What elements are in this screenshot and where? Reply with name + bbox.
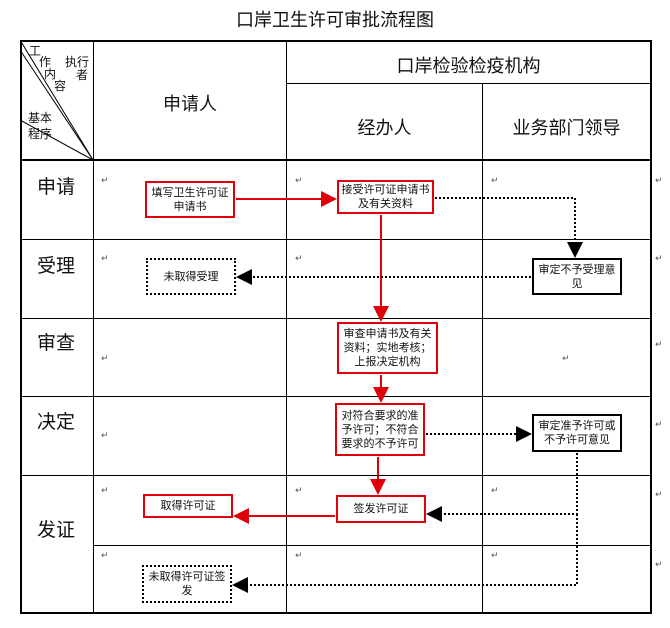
corner-label-work-b: 作 <box>39 55 52 69</box>
box-review-docs: 审查申请书及有关资料；实地考核；上报决定机构 <box>337 322 438 374</box>
paragraph-mark: ↵ <box>101 254 109 264</box>
column-handler: 经办人 <box>357 118 412 139</box>
column-agency: 口岸检验检疫机构 <box>396 56 541 77</box>
box-fill-application: 填写卫生许可证申请书 <box>145 181 235 218</box>
paragraph-mark: ↵ <box>101 354 109 364</box>
box-approve-opinion: 审定准予许可或不予许可意见 <box>532 414 622 452</box>
corner-label-base-a: 基本 <box>28 111 53 125</box>
arrow-opinion-to-no-cert <box>232 514 578 593</box>
box-not-accepted: 未取得受理 <box>146 258 236 295</box>
paragraph-mark: ↵ <box>655 176 663 186</box>
column-applicant: 申请人 <box>163 94 217 115</box>
paragraph-mark: ↵ <box>295 254 303 264</box>
stage-apply: 申请 <box>36 176 75 198</box>
paragraph-mark: ↵ <box>101 486 109 496</box>
paragraph-mark: ↵ <box>491 551 499 561</box>
corner-diagonals <box>20 40 94 161</box>
paragraph-mark: ↵ <box>655 560 663 570</box>
corner-label-executor-b: 者 <box>76 68 89 82</box>
arrow-opinion-to-issue <box>426 453 578 522</box>
paragraph-mark: ↵ <box>655 254 663 264</box>
arrow-receive-to-reject <box>435 197 583 258</box>
paragraph-mark: ↵ <box>295 486 303 496</box>
paragraph-mark: ↵ <box>491 176 499 186</box>
box-receive-application: 接受许可证申请书及有关资料 <box>337 180 434 214</box>
stage-accept: 受理 <box>36 255 75 277</box>
corner-label-executor-a: 执行 <box>65 55 90 69</box>
paragraph-mark: ↵ <box>101 431 109 441</box>
corner-label-work-d: 容 <box>54 79 67 93</box>
paragraph-mark: ↵ <box>419 12 427 22</box>
box-decision: 对符合要求的准予许可；不符合要求的不予许可 <box>335 403 425 456</box>
paragraph-mark: ↵ <box>101 551 109 561</box>
stage-review: 审查 <box>36 332 75 354</box>
box-reject-opinion: 审定不予受理意见 <box>532 258 622 295</box>
paragraph-mark: ↵ <box>655 490 663 500</box>
box-obtain-certificate: 取得许可证 <box>143 494 233 518</box>
corner-label-work-c: 内 <box>44 67 57 81</box>
paragraph-mark: ↵ <box>295 176 303 186</box>
paragraph-mark: ↵ <box>655 340 663 350</box>
stage-decide: 决定 <box>36 411 75 433</box>
paragraph-mark: ↵ <box>101 176 109 186</box>
paragraph-mark: ↵ <box>655 420 663 430</box>
page-title: 口岸卫生许可审批流程图 <box>236 10 434 31</box>
stage-issue: 发证 <box>36 519 75 541</box>
column-leader: 业务部门领导 <box>512 118 621 139</box>
paragraph-mark: ↵ <box>491 486 499 496</box>
paragraph-mark: ↵ <box>562 354 570 364</box>
corner-label-work-a: 工 <box>29 44 42 58</box>
paragraph-mark: ↵ <box>295 551 303 561</box>
box-no-certificate: 未取得许可证签发 <box>142 565 232 603</box>
corner-label-base-b: 程序 <box>28 127 53 141</box>
box-issue-certificate: 签发许可证 <box>336 495 426 523</box>
